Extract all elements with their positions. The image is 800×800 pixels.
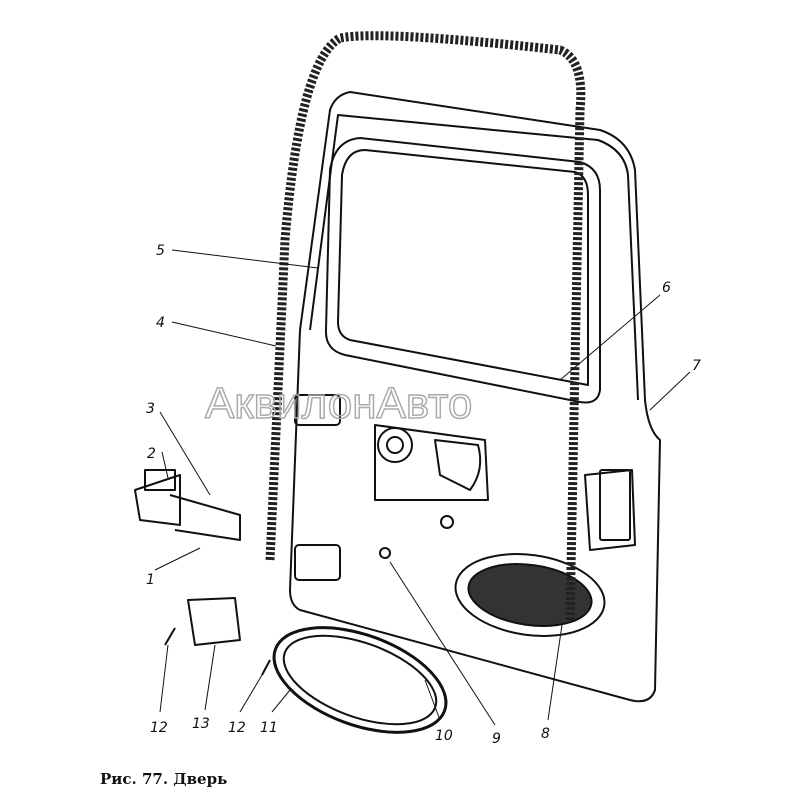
window-frame (324, 137, 601, 404)
label-11: 11 (260, 720, 278, 736)
figure-caption: Рис. 77. Дверь (100, 770, 228, 788)
label-6: 6 (662, 280, 671, 296)
hinge (134, 474, 181, 526)
label-4: 4 (156, 315, 165, 331)
label-9: 9 (492, 731, 501, 747)
label-12b: 12 (228, 720, 246, 736)
label-12a: 12 (150, 720, 168, 736)
label-8: 8 (541, 726, 550, 742)
label-13: 13 (192, 716, 210, 732)
label-2: 2 (147, 446, 156, 462)
label-3: 3 (146, 401, 155, 417)
vent-opening (454, 553, 606, 637)
watermark: АквилонАвто (205, 379, 472, 428)
label-5: 5 (156, 243, 165, 259)
cover-plate (187, 597, 241, 646)
door-panel (289, 91, 661, 703)
label-1: 1 (146, 572, 155, 588)
vent-frame (272, 626, 448, 734)
part-labels: 1 2 3 4 5 6 7 8 9 10 11 12 12 13 (146, 243, 701, 747)
label-10: 10 (435, 728, 453, 744)
lock-panel (374, 424, 489, 501)
door-seal (265, 31, 586, 621)
label-7: 7 (692, 358, 701, 374)
